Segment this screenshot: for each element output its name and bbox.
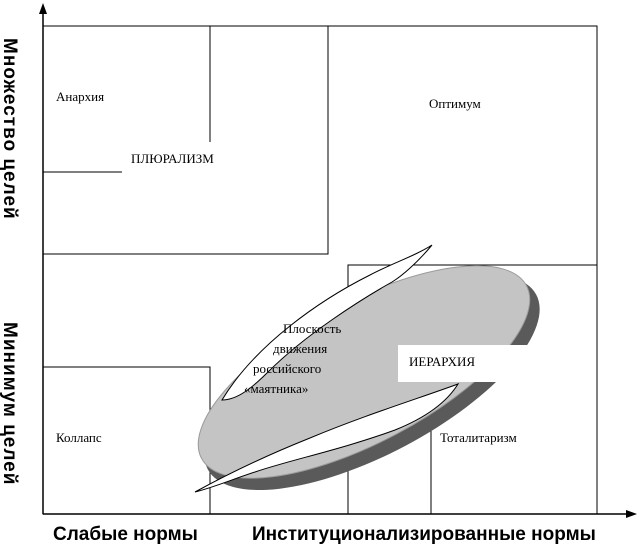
y-axis-label-upper: Множество целей — [0, 38, 20, 220]
y-axis-label-lower: Минимум целей — [0, 322, 20, 485]
hierarchy-label-box — [398, 345, 564, 382]
x-axis-label-left: Слабые нормы — [53, 524, 198, 544]
svg-text:российского: российского — [253, 361, 321, 376]
svg-text:Множество целей: Множество целей — [0, 38, 20, 220]
svg-text:движения: движения — [273, 341, 327, 356]
region-label-pluralism: ПЛЮРАЛИЗМ — [131, 151, 214, 166]
region-label-totalitarism: Тоталитаризм — [440, 430, 517, 445]
x-axis-label-right: Институционализированные нормы — [252, 524, 596, 544]
region-label-hierarchy: ИЕРАРХИЯ — [409, 354, 475, 369]
region-label-anarchy: Анархия — [56, 89, 104, 104]
pendulum-swoosh-bottom — [194, 383, 460, 493]
pendulum-plane-ellipse — [197, 265, 540, 491]
svg-text:«маятника»: «маятника» — [244, 381, 308, 396]
pendulum-swoosh-top — [221, 244, 433, 401]
svg-text:Минимум целей: Минимум целей — [0, 322, 20, 485]
pendulum-label: Плоскость движения российского «маятника… — [244, 321, 341, 396]
region-label-optimum: Оптимум — [429, 96, 481, 111]
svg-text:Плоскость: Плоскость — [283, 321, 341, 336]
region-label-collapse: Коллапс — [56, 430, 102, 445]
